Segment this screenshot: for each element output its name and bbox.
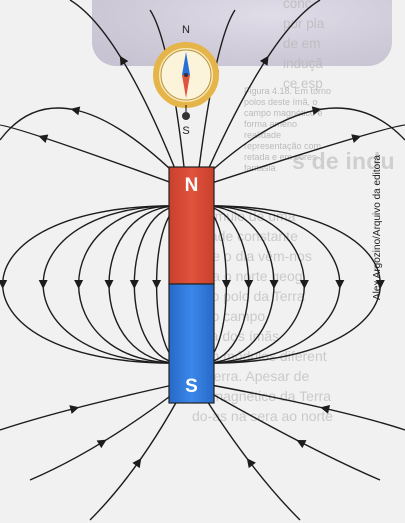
field-line-arrow (375, 280, 385, 289)
field-line-south-inward (89, 388, 185, 521)
field-line-arrow (351, 134, 362, 143)
field-line-north-outward (0, 107, 182, 181)
north-pole-label: N (185, 175, 199, 196)
field-line-arrow (259, 55, 269, 66)
field-line-arrow (129, 280, 139, 289)
field-line-arrow (74, 280, 84, 289)
compass-needle-south (182, 75, 190, 98)
field-line-arrow (320, 405, 331, 414)
field-line-arrow (70, 106, 81, 116)
field-line-arrow (38, 280, 48, 289)
field-line-arrow (0, 280, 8, 289)
compass-north-label: N (182, 24, 190, 36)
field-line-arrow (269, 280, 279, 289)
field-line-arrow (246, 458, 256, 469)
field-line-north-outward (205, 124, 405, 186)
field-line-arrow (299, 280, 309, 289)
field-line-arrow (244, 280, 254, 289)
field-line-arrow (119, 55, 129, 66)
field-line-north-outward (202, 0, 321, 181)
magnet-south-pole (168, 283, 215, 404)
field-line-south-inward (0, 383, 178, 431)
field-line-arrow (152, 280, 162, 289)
compass: N S (153, 24, 219, 137)
field-line-arrow (96, 439, 107, 449)
field-line-south-inward (198, 388, 301, 521)
compass-needle-north (182, 52, 190, 75)
field-line-arrow (311, 106, 322, 116)
background-heading: s de indu (292, 148, 395, 174)
field-line-arrow (38, 134, 49, 144)
bar-magnet: N S (168, 166, 215, 404)
field-line-arrow (296, 439, 307, 449)
background-photo (92, 0, 392, 66)
background-text-top: conc por pla de em induçã ce esp (283, 0, 325, 91)
field-line-arrow (221, 280, 231, 289)
south-pole-label: S (185, 376, 198, 397)
field-line-arrow (132, 458, 142, 469)
field-line-arrow (104, 280, 114, 289)
field-line-arrow (69, 405, 80, 414)
field-line-arrow (335, 280, 345, 289)
compass-south-label: S (182, 125, 189, 137)
compass-pivot (182, 112, 190, 120)
field-line-north-outward (0, 124, 178, 186)
